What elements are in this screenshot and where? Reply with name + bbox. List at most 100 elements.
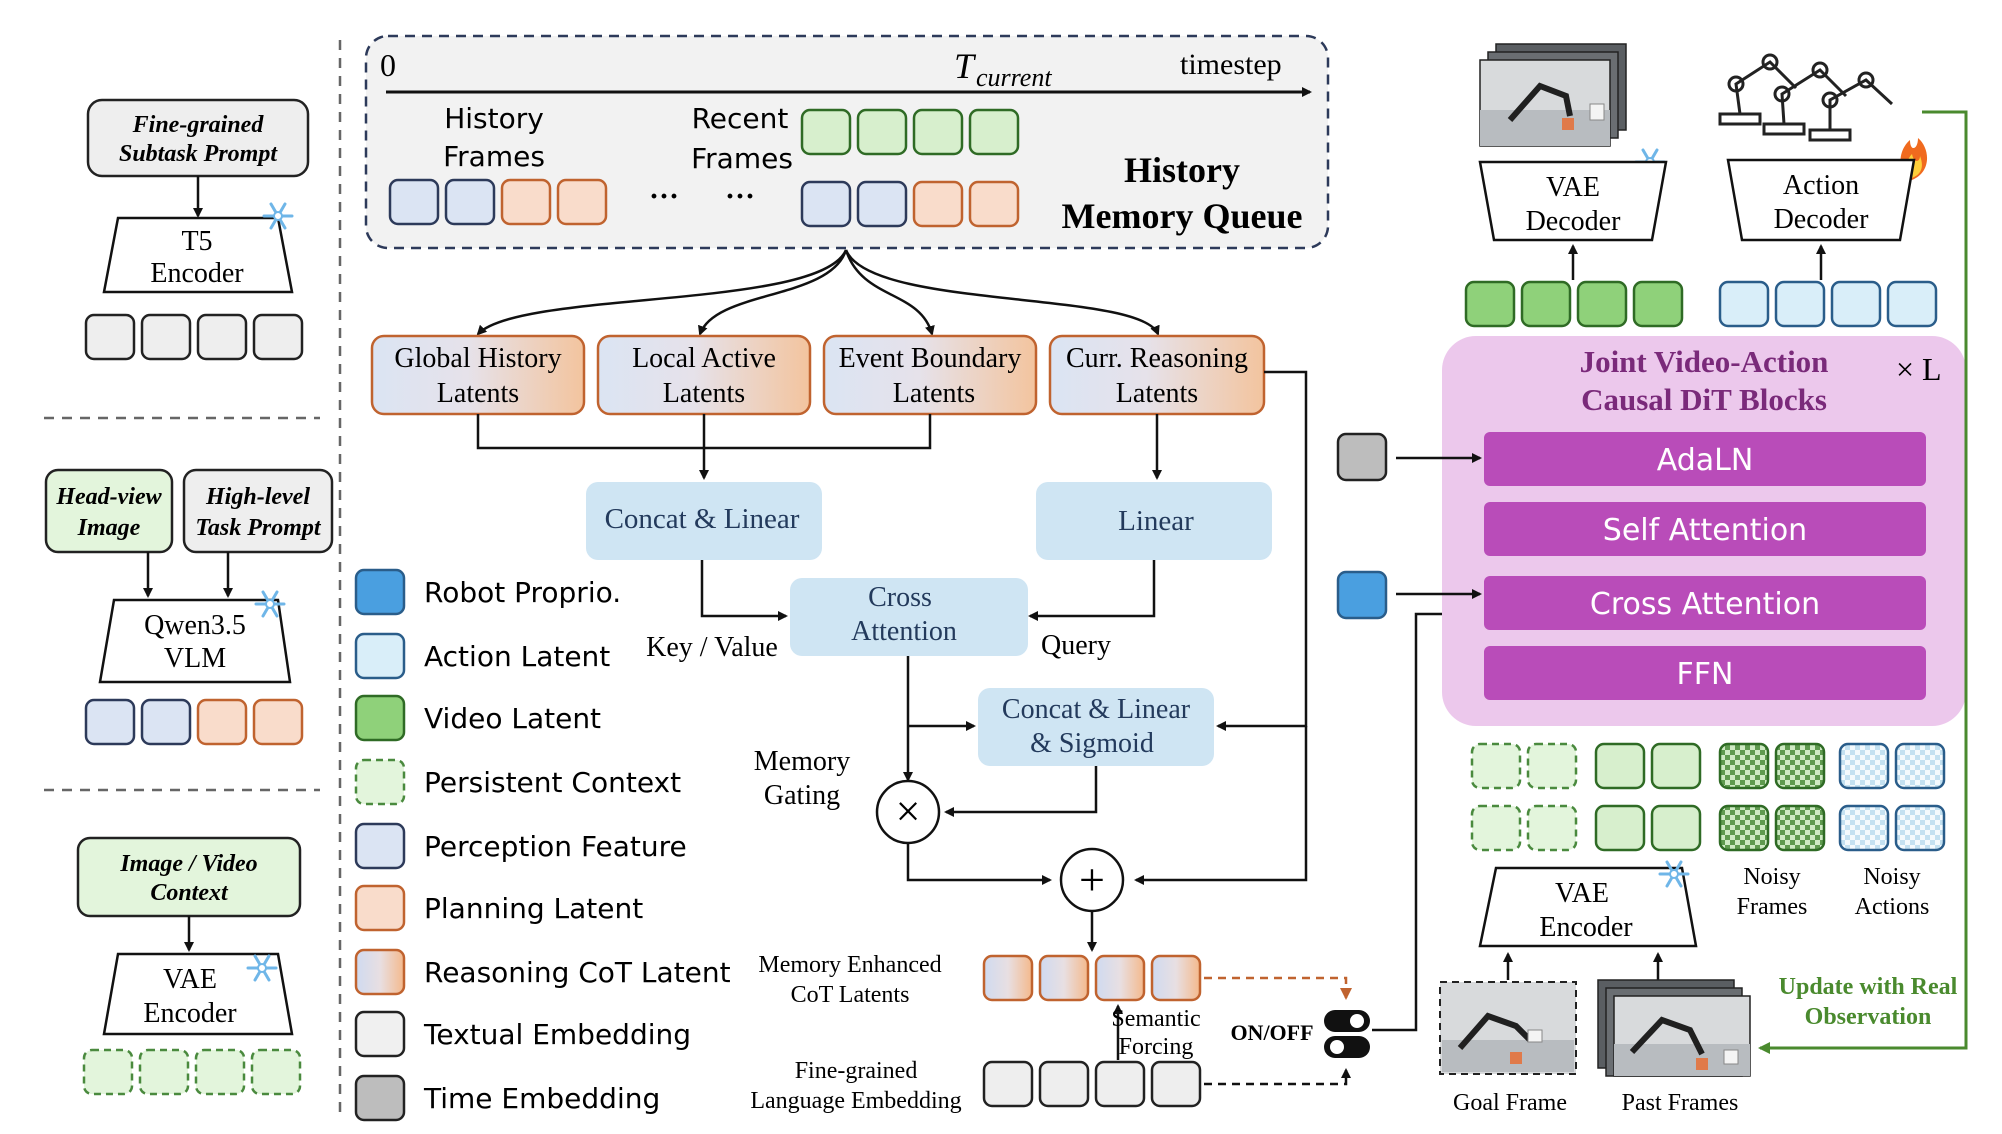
legend-label-3: Persistent Context <box>424 766 681 799</box>
self-attention-layer <box>1484 502 1926 556</box>
concat-sig-line2: & Sigmoid <box>1030 728 1154 759</box>
legend-label-7: Textual Embedding <box>423 1018 691 1051</box>
legend-label-0: Robot Proprio. <box>424 576 621 609</box>
head-view-line2: Image <box>77 515 141 541</box>
dit-layer-0: AdaLN <box>1657 443 1754 478</box>
vae-decoder-line2: Decoder <box>1526 206 1622 237</box>
cross-attention-layer <box>1484 576 1926 630</box>
noisy-actions-line1: Noisy <box>1863 864 1920 890</box>
high-level-task-prompt-box <box>182 468 334 554</box>
semantic-line2: Forcing <box>1119 1034 1194 1060</box>
left-vae-line1: VAE <box>163 964 217 995</box>
left-vae-encoder-trapezoid <box>102 952 294 1036</box>
head-view-image-box <box>44 468 174 554</box>
timestep-label: timestep <box>1180 48 1282 81</box>
cross-attn-line2: Attention <box>851 616 957 647</box>
action-decoder-trapezoid <box>1726 158 1916 242</box>
t5-text-embedding-tokens <box>84 313 304 361</box>
legend: Robot Proprio. Action Latent Video Laten… <box>354 568 731 1122</box>
latent-merge-lines <box>476 414 1162 480</box>
latent-2-line2: Latents <box>893 378 975 409</box>
times-l-label: × L <box>1896 351 1942 387</box>
latent-boxes: Global History Latents Local Active Late… <box>370 334 1266 416</box>
ellipsis-2: ··· <box>725 180 755 213</box>
legend-swatch-robot-proprio <box>354 568 406 616</box>
key-value-label: Key / Value <box>646 632 778 663</box>
t-current-subscript: current <box>976 63 1052 92</box>
task-prompt-line1: High-level <box>205 484 310 510</box>
fine-lang-line1: Fine-grained <box>795 1058 918 1084</box>
legend-swatch-textual-embedding <box>354 1010 406 1058</box>
noisy-frames-line2: Frames <box>1737 894 1808 920</box>
right-vae-line1: VAE <box>1555 878 1609 909</box>
update-line1: Update with Real <box>1779 974 1958 1000</box>
t5-prompt-line1: Fine-grained <box>132 112 265 138</box>
latent-0-line1: Global History <box>394 343 561 374</box>
queue-title-line1: History <box>1124 150 1240 190</box>
dit-title-line1: Joint Video-Action <box>1580 344 1829 379</box>
mem-enh-line2: CoT Latents <box>791 982 910 1008</box>
concat-linear-label: Concat & Linear <box>605 503 800 535</box>
dit-layer-1: Self Attention <box>1603 513 1807 548</box>
robot-proprio-token <box>1336 570 1388 620</box>
task-prompt-line2: Task Prompt <box>195 515 321 541</box>
recent-video-tokens <box>800 108 1020 156</box>
ctx-line1: Image / Video <box>119 851 257 877</box>
concat-linear-box <box>586 482 822 560</box>
legend-label-6: Reasoning CoT Latent <box>424 956 731 989</box>
past-frames-image <box>1597 979 1751 1077</box>
on-off-label: ON/OFF <box>1230 1020 1313 1045</box>
predicted-action-tokens <box>1718 280 1938 328</box>
vae-decoder-trapezoid <box>1478 160 1668 242</box>
ctx-line2: Context <box>150 880 229 906</box>
latent-1-line2: Latents <box>663 378 745 409</box>
lang-to-switch-dashed <box>1204 1068 1351 1086</box>
t-current-label: T <box>954 46 977 86</box>
vlm-line2: VLM <box>164 643 226 674</box>
history-frames-line2: Frames <box>443 140 545 173</box>
plus-symbol: + <box>1079 854 1105 905</box>
t5-prompt-line2: Subtask Prompt <box>119 141 278 167</box>
right-vae-encoder-trapezoid <box>1478 866 1698 948</box>
noisy-actions-line2: Actions <box>1855 894 1930 920</box>
update-observation-loop <box>1758 110 1968 1054</box>
legend-swatch-planning-latent <box>354 884 406 932</box>
dit-layer-3: FFN <box>1677 657 1734 692</box>
noisy-frames-line1: Noisy <box>1743 864 1800 890</box>
past-frames-label: Past Frames <box>1622 1090 1739 1116</box>
decoded-frames-image <box>1479 43 1627 147</box>
queue-title-line2: Memory Queue <box>1062 196 1303 236</box>
legend-swatch-perception-feature <box>354 822 406 870</box>
on-off-toggle-icon[interactable] <box>1324 1010 1370 1058</box>
queue-branch-arrows <box>476 249 1160 336</box>
memory-gating-line2: Gating <box>764 780 840 811</box>
ffn-layer <box>1484 646 1926 700</box>
vae-decoder-line1: VAE <box>1546 172 1600 203</box>
dit-title-line2: Causal DiT Blocks <box>1581 382 1827 417</box>
legend-swatch-time-embedding <box>354 1074 406 1122</box>
cross-attn-line1: Cross <box>868 582 932 613</box>
update-line2: Observation <box>1805 1004 1932 1030</box>
ellipsis-1: ··· <box>649 180 679 213</box>
legend-label-5: Planning Latent <box>424 892 643 925</box>
linear-label: Linear <box>1118 505 1194 537</box>
qwen-vlm-trapezoid <box>98 598 292 684</box>
action-decoder-line1: Action <box>1783 170 1859 201</box>
legend-swatch-action-latent <box>354 632 406 680</box>
goal-frame-image <box>1439 981 1577 1075</box>
latent-3-line1: Curr. Reasoning <box>1066 343 1248 374</box>
legend-swatch-reasoning-cot <box>354 948 406 996</box>
cot-to-switch-dashed <box>1204 976 1352 1000</box>
legend-swatch-video-latent <box>354 694 406 742</box>
robot-arm-icon <box>1718 53 1894 142</box>
goal-frame-label: Goal Frame <box>1453 1090 1567 1116</box>
queue-start-label: 0 <box>380 47 396 83</box>
t5-encoder-line1: T5 <box>181 226 212 257</box>
time-embedding-token <box>1336 432 1388 482</box>
head-view-line1: Head-view <box>55 484 162 510</box>
adaln-layer <box>1484 432 1926 486</box>
legend-label-4: Perception Feature <box>424 830 687 863</box>
gating-flow <box>903 370 1308 952</box>
legend-label-1: Action Latent <box>424 640 610 673</box>
gating-multiply-node <box>875 779 941 845</box>
